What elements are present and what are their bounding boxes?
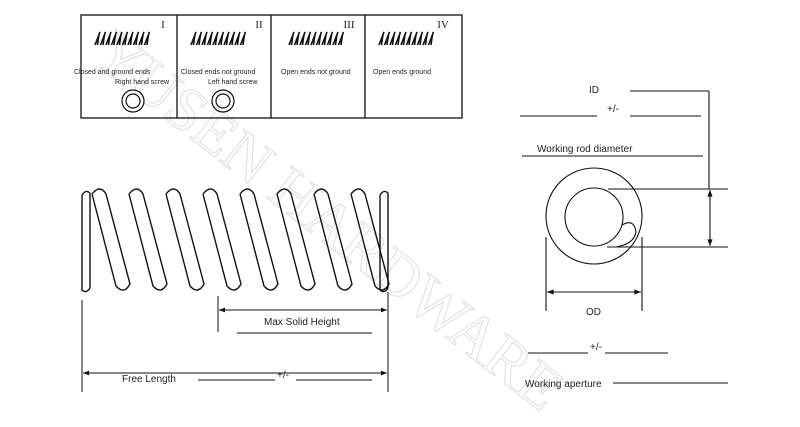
coil	[313, 188, 353, 291]
coil	[128, 188, 168, 291]
screw-inner-circle	[125, 93, 141, 109]
spring-icon	[378, 31, 435, 46]
roman-numeral: I	[161, 19, 165, 31]
coil	[276, 188, 316, 291]
free-length-label: Free Length	[122, 374, 176, 385]
end-type-cell: III Open ends not ground	[281, 19, 355, 76]
max-solid-height-label: Max Solid Height	[264, 317, 340, 328]
coil	[165, 188, 205, 291]
end-types-table	[80, 14, 463, 119]
coil	[350, 188, 390, 291]
spring-side-view	[81, 188, 390, 293]
working-aperture-label: Working aperture	[525, 379, 602, 390]
spring-icon	[190, 31, 247, 46]
roman-numeral: II	[255, 19, 263, 31]
free-length-tolerance: +/-	[277, 370, 289, 381]
coil	[91, 188, 131, 291]
end-type-label: Closed and ground ends	[74, 69, 151, 76]
spring-end-view	[520, 90, 728, 384]
coil	[239, 188, 279, 291]
id-tolerance: +/-	[607, 104, 619, 115]
end-type-cell: IV Open ends ground	[373, 19, 449, 76]
screw-direction-label: Left hand screw	[208, 79, 258, 86]
od-tolerance: +/-	[590, 342, 602, 353]
side-dimensions	[81, 292, 389, 392]
roman-numeral: IV	[437, 19, 449, 31]
end-type-label: Closed ends not ground	[181, 69, 255, 76]
end-type-label: Open ends not ground	[281, 69, 351, 76]
left-hand-screw-icon	[211, 89, 235, 113]
spring-icon	[94, 31, 151, 46]
right-hand-screw-icon	[121, 89, 145, 113]
coil	[202, 188, 242, 291]
id-label: ID	[589, 85, 599, 96]
screw-direction-label: Right hand screw	[115, 79, 170, 86]
od-label: OD	[586, 307, 601, 318]
working-rod-diameter-label: Working rod diameter	[537, 144, 633, 155]
screw-inner-circle	[215, 93, 231, 109]
end-type-label: Open ends ground	[373, 69, 431, 76]
spring-icon	[288, 31, 345, 46]
roman-numeral: III	[344, 19, 355, 31]
